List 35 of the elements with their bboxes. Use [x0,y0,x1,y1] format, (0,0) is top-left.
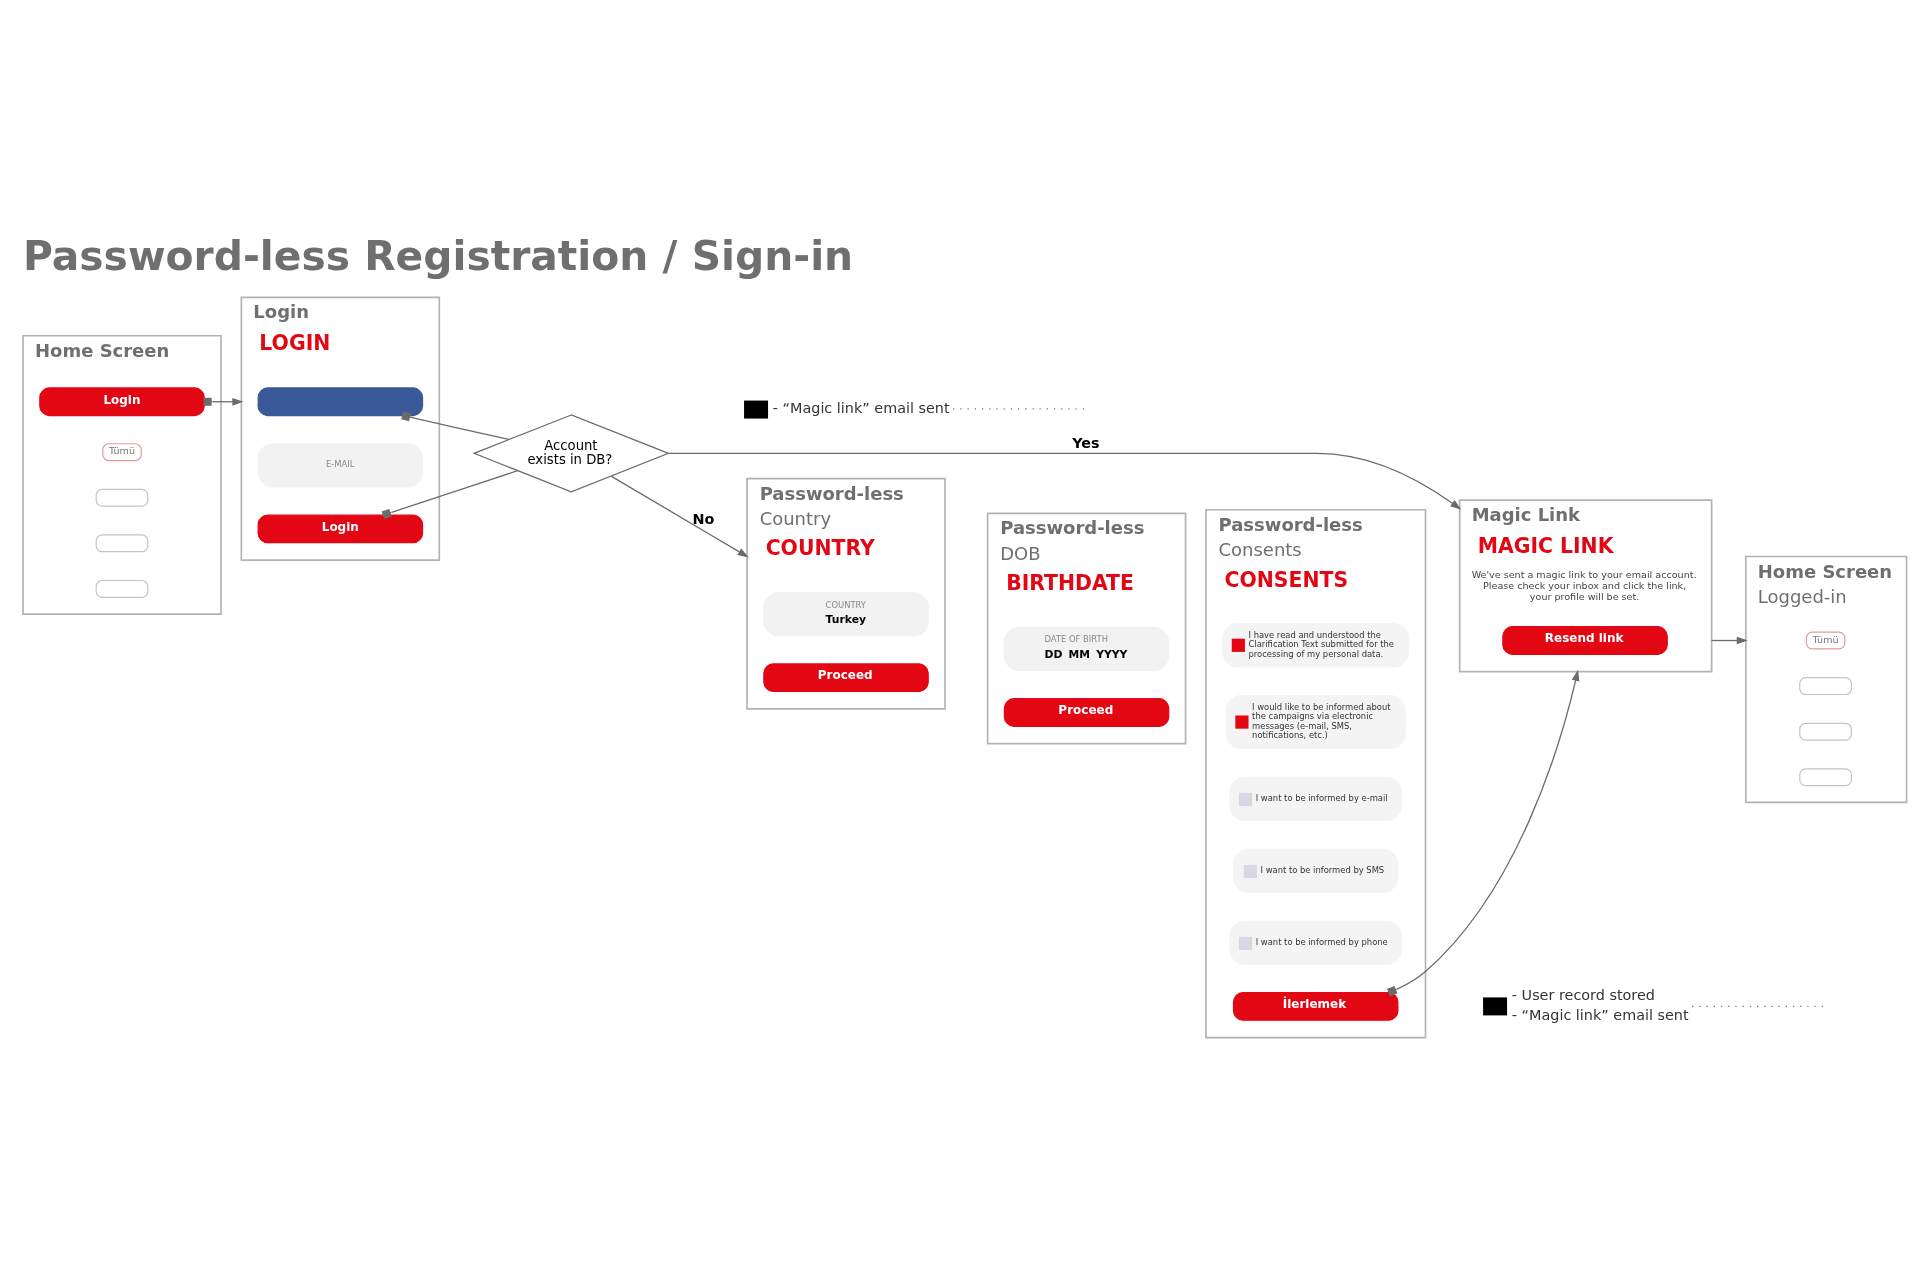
node-box [744,400,769,419]
node-box: I want to be informed by SMS [1232,848,1399,893]
node-box: Resend link [1502,625,1668,655]
node-box: I have read and understood the Clarification Text submitted for the processing of my personal data. [1222,622,1410,667]
node-box: Tümü [102,442,142,461]
connector [381,469,519,519]
connector [401,411,510,440]
node-box: Tümü [1805,631,1846,649]
node-label: - “Magic link” email sent [772,399,950,416]
diagram-title: Password-less Registration / Sign-in [23,231,854,280]
node-box: I want to be informed by e-mail [1229,776,1403,821]
arrow [667,452,1462,510]
edge-label: No [692,510,715,527]
node-box [95,533,149,552]
edge-label: Yes [1072,434,1100,451]
node-box: Login [39,386,205,416]
node-box: Proceed [763,662,929,692]
arrow [1386,669,1580,996]
node-box [1799,767,1852,786]
node-box: I would like to be informed about the campaigns via electronic messages (e-mail, SMS, notifications, etc.) [1225,694,1406,749]
node-box [1483,996,1508,1015]
arrow [203,397,244,406]
node-box [1799,722,1852,741]
node-box: Proceed [1003,697,1170,727]
node-box: İlerlemek [1232,991,1399,1021]
node-box: Login [257,514,424,543]
node-box [1799,676,1852,695]
node-label: - User record stored [1511,986,1655,1003]
node-label: - “Magic link” email sent [1511,1006,1689,1023]
node-diamond: Account exists in DB? [472,413,671,492]
node-box [95,579,149,598]
arrow [1710,636,1748,644]
node-box: I want to be informed by phone [1229,920,1403,965]
node-box [95,488,149,507]
arrow [610,475,749,557]
